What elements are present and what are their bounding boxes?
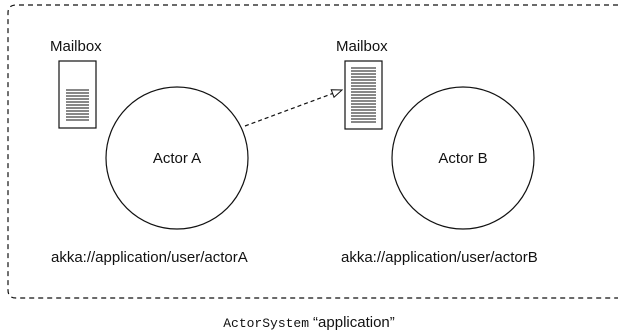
actor-a-path: akka://application/user/actorA — [51, 249, 248, 266]
actor-system-boundary — [7, 4, 618, 299]
actor-system-name: “application” — [313, 314, 395, 331]
message-arrow — [244, 90, 342, 127]
actor-a-circle — [105, 86, 249, 230]
actor-a-label: Actor A — [153, 150, 201, 167]
actor-system-class: ActorSystem — [223, 316, 309, 331]
actor-b-circle — [391, 86, 535, 230]
actor-b-path: akka://application/user/actorB — [341, 249, 538, 266]
actor-system-caption: ActorSystem “application” — [223, 314, 395, 331]
mailbox-a-label: Mailbox — [50, 38, 102, 55]
mailbox-b-icon — [344, 60, 383, 130]
mailbox-b-label: Mailbox — [336, 38, 388, 55]
mailbox-a-icon — [58, 60, 97, 129]
actor-b-label: Actor B — [438, 150, 487, 167]
